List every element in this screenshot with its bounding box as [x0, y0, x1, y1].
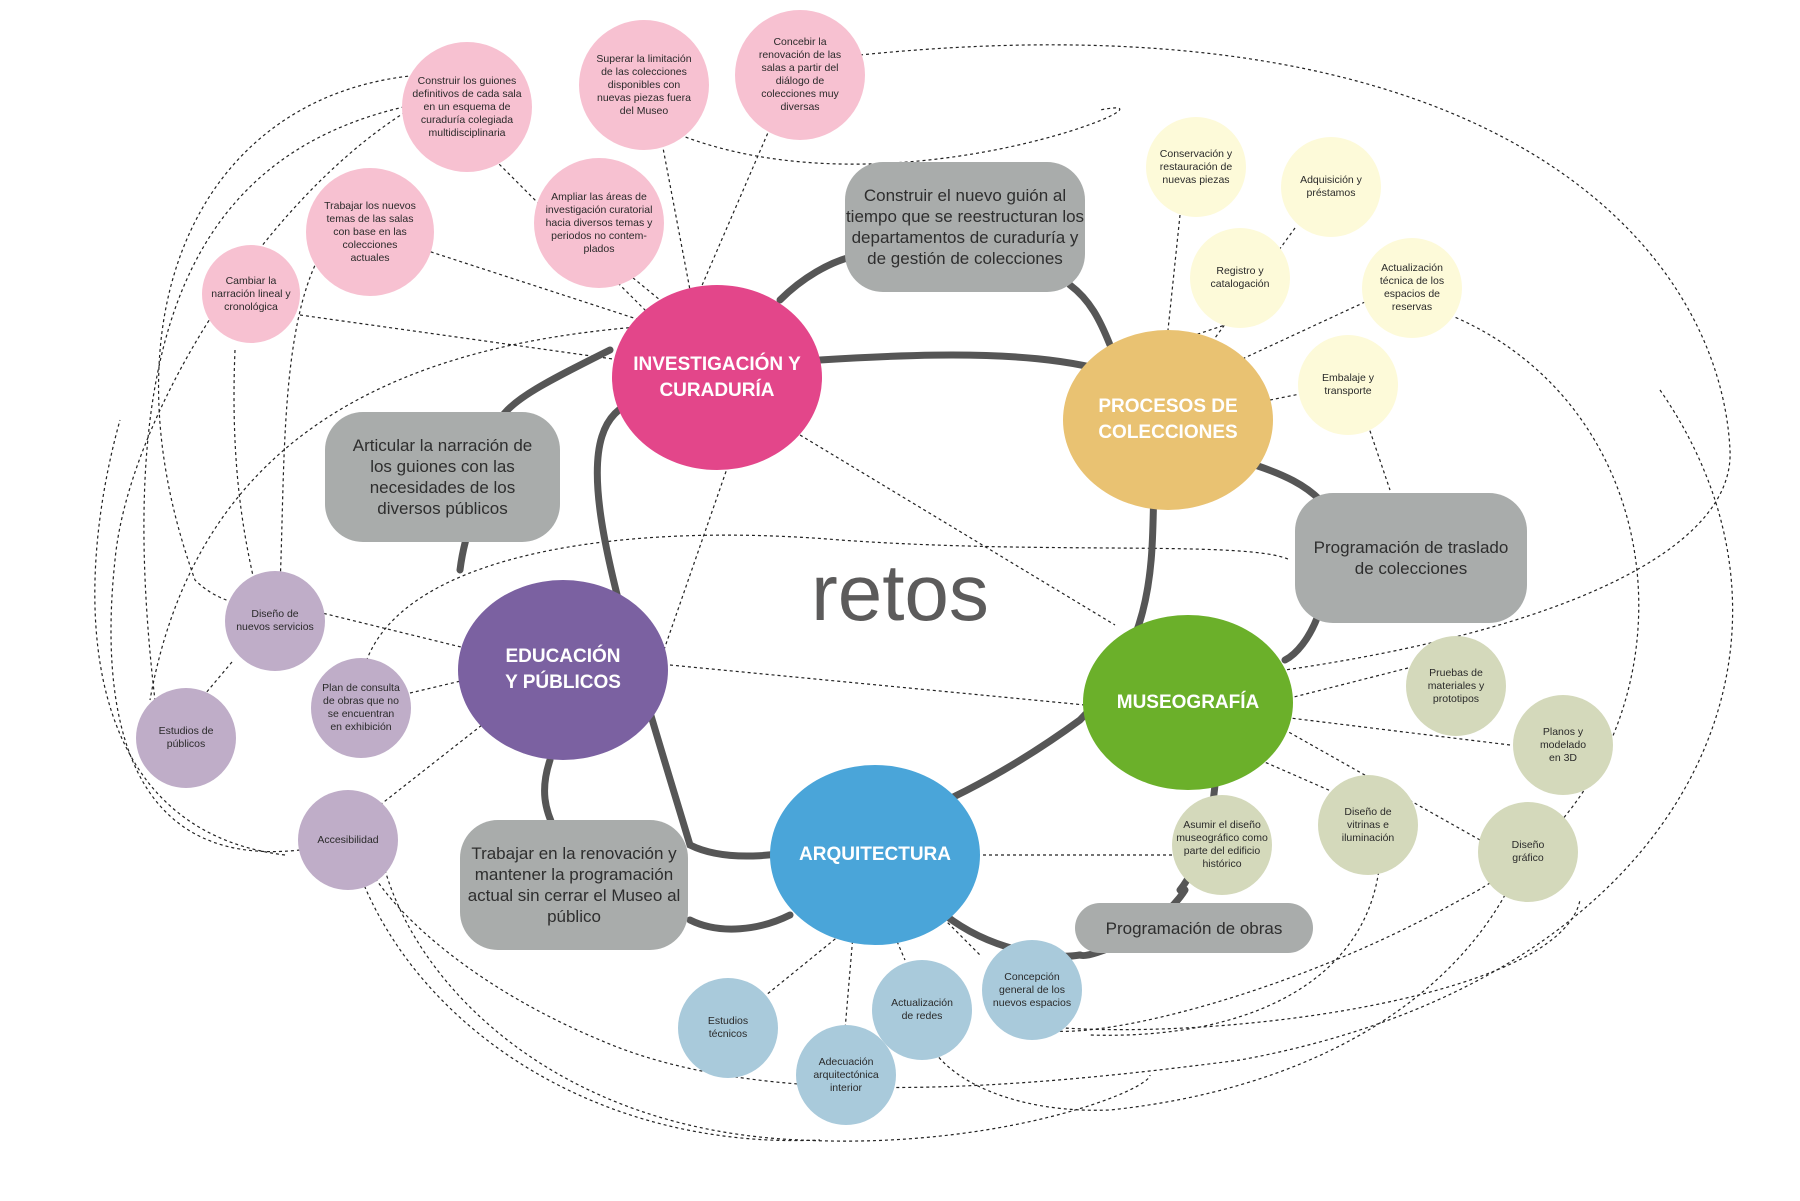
blue-estudios-tecnicos: Estudios técnicos [678, 978, 778, 1078]
pink-ampliar-areas: Ampliar las áreas de investigación curat… [534, 158, 664, 288]
curve-cambiar-servicios [233, 349, 256, 586]
curve-grafico-redes [923, 894, 1506, 1111]
curve-concepcion-planos [1029, 899, 1581, 1031]
pink-superar-limitacion: Superar la limitación de las colecciones… [579, 20, 709, 150]
purple-estudios-publicos: Estudios de públicos [136, 688, 236, 788]
link-conservacion-procesos [1167, 214, 1181, 331]
curve-accesibilidad-guiones [110, 79, 471, 853]
purple-plan-consulta: Plan de consulta de obras que no se encu… [311, 658, 411, 758]
link-plan-educacion [409, 679, 466, 694]
curve-investigacion-publicos [149, 324, 666, 701]
center-label-retos: retos [811, 548, 989, 637]
blue-adecuacion-arquitectonica: Adecuación arquitectónica interior [796, 1025, 896, 1125]
curve-guiones-publicos [143, 99, 441, 726]
link-servicios-educacion [317, 611, 466, 649]
graybox-programacion-obras: Programación de obras [1075, 903, 1313, 953]
yellow-registro: Registro y catalogación [1190, 228, 1290, 328]
green-vitrinas-iluminacion: Diseño de vitrinas e iluminación [1318, 775, 1418, 875]
curve-accesibilidad-bottom [384, 869, 1151, 1142]
pink-construir-guiones: Construir los guiones definitivos de cad… [402, 42, 532, 172]
link-accesibilidad-educacion [379, 724, 483, 806]
link-cambiar-investigacion [299, 314, 621, 361]
pink-cambiar-narracion: Cambiar la narración lineal y cronológic… [202, 245, 300, 343]
pink-trabajar-temas: Trabajar los nuevos temas de las salas c… [306, 168, 434, 296]
graybox-construir-guion: Construir el nuevo guión al tiempo que s… [845, 162, 1085, 292]
node-museografia: MUSEOGRAFÍA [1083, 615, 1293, 790]
link-embalaje-traslado [1367, 424, 1391, 491]
node-investigacion-curaduria: INVESTIGACIÓN Y CURADURÍA [612, 285, 822, 470]
link-actualizacion-procesos [1239, 301, 1366, 361]
green-diseno-grafico: Diseño gráfico [1478, 802, 1578, 902]
stroke-graybox-arquitectura [686, 911, 794, 933]
link-superar-investigacion [659, 131, 691, 291]
yellow-embalaje: Embalaje y transporte [1298, 335, 1398, 435]
curve-superar-top [679, 107, 1121, 165]
yellow-conservacion: Conservación y restauración de nuevas pi… [1146, 117, 1246, 217]
link-investigacion-educacion [649, 459, 731, 691]
link-arquitectura-estudios [759, 934, 841, 1001]
graybox-programacion-traslado: Programación de traslado de colecciones [1295, 493, 1527, 623]
link-servicios-publicos [199, 661, 233, 701]
link-concebir-investigacion [699, 127, 771, 291]
stroke-graybox-investigacion [496, 346, 614, 424]
green-asumir-diseno: Asumir el diseño museográfico como parte… [1172, 795, 1272, 895]
graybox-trabajar-renovacion: Trabajar en la renovación y mantener la … [460, 820, 688, 950]
link-arquitectura-adecuacion [844, 934, 854, 1031]
link-planos-museografia [1289, 717, 1511, 746]
stroke-graybox-procesos [1066, 281, 1114, 349]
blue-concepcion-espacios: Concepción general de los nuevos espacio… [982, 940, 1082, 1040]
curve-vitrinas-concepcion [1089, 859, 1381, 1036]
curve-guiones-servicios [157, 73, 481, 606]
node-arquitectura: ARQUITECTURA [770, 765, 980, 945]
graybox-articular-narracion: Articular la narración de los guiones co… [325, 412, 560, 542]
link-pruebas-museografia [1289, 667, 1409, 699]
purple-diseno-servicios: Diseño de nuevos servicios [225, 571, 325, 671]
link-educacion-museografia [669, 664, 1086, 706]
link-arquitectura-concepcion [934, 909, 981, 956]
link-grafico-museografia [1284, 729, 1481, 841]
node-procesos-colecciones: PROCESOS DE COLECCIONES [1063, 330, 1273, 510]
curve-trabajar-servicios [279, 254, 321, 586]
green-planos-modelado: Planos y modelado en 3D [1513, 695, 1613, 795]
curve-accesibilidad-left [94, 419, 286, 856]
purple-accesibilidad: Accesibilidad [298, 790, 398, 890]
link-vitrinas-museografia [1259, 759, 1341, 796]
yellow-adquisicion: Adquisición y préstamos [1281, 137, 1381, 237]
curve-plan-museografia [359, 534, 1291, 691]
curve-concebir-museografia [859, 44, 1731, 671]
link-trabajar-investigacion [424, 249, 641, 321]
link-investigacion-museografia [799, 434, 1116, 626]
stroke-procesos-traslado [1251, 461, 1324, 504]
curve-accesibilidad-bottom2 [359, 874, 821, 1142]
curve-actualizacion-concepcion [1044, 314, 1640, 1032]
curve-outer-right-accesibilidad [369, 389, 1734, 1089]
blue-actualizacion-redes: Actualización de redes [872, 960, 972, 1060]
yellow-actualizacion-reservas: Actualización técnica de los espacios de… [1362, 238, 1462, 338]
node-educacion-publicos: EDUCACIÓN Y PÚBLICOS [458, 580, 668, 760]
green-pruebas-materiales: Pruebas de materiales y prototipos [1406, 636, 1506, 736]
pink-concebir-renovacion: Concebir la renovación de las salas a pa… [735, 10, 865, 140]
